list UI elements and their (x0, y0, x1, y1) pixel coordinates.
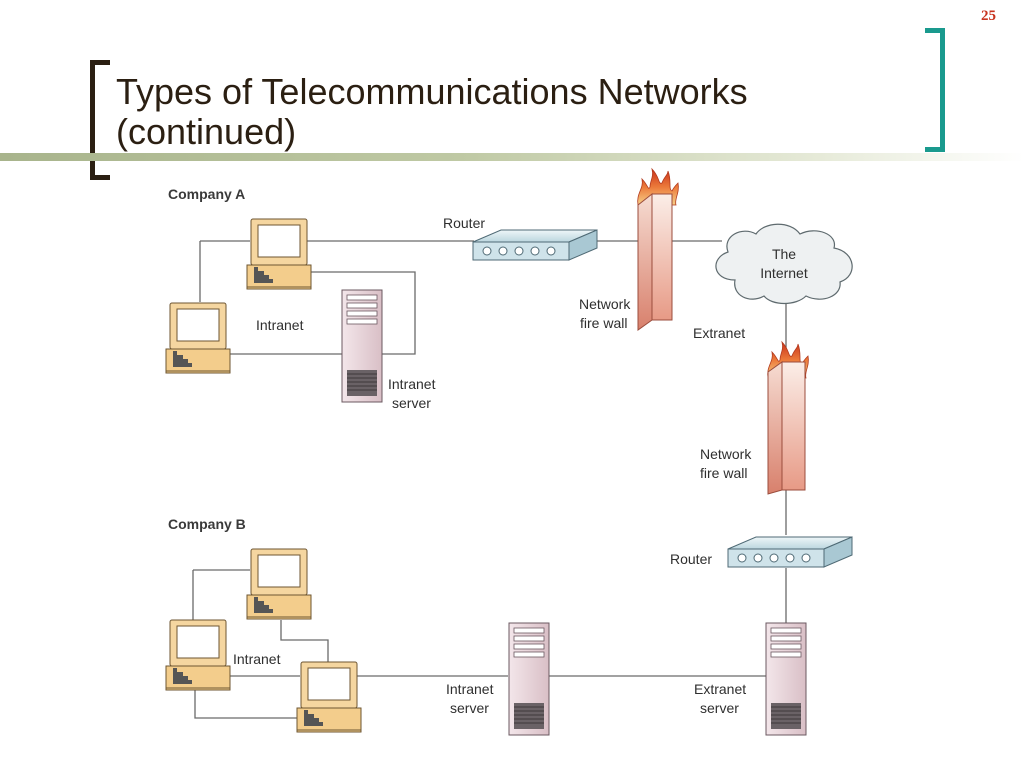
intranet-server-icon (508, 622, 550, 736)
firewall-label-a-line1: Network (579, 296, 631, 312)
intranet-label-a: Intranet (256, 317, 304, 333)
cable-line (280, 620, 329, 664)
title-line-2: (continued) (116, 111, 297, 152)
cable-line (194, 690, 300, 719)
router-label-bottom: Router (670, 551, 712, 567)
intranet-server-b-label-line2: server (450, 700, 489, 716)
computer-icon (165, 302, 231, 374)
router-label-top: Router (443, 215, 485, 231)
intranet-server-b-label-line1: Intranet (446, 681, 494, 697)
extranet-server-icon (765, 622, 807, 736)
computer-icon (165, 619, 231, 691)
intranet-server-label-line2: server (392, 395, 431, 411)
router-icon (727, 536, 853, 568)
right-bracket-decoration (925, 28, 945, 152)
firewall-icon (637, 168, 679, 331)
extranet-server-label-line1: Extranet (694, 681, 746, 697)
firewall-label-b-line1: Network (700, 446, 752, 462)
intranet-server-label-line1: Intranet (388, 376, 436, 392)
company-b-label: Company B (168, 516, 246, 532)
left-bracket-decoration (90, 60, 110, 180)
internet-cloud-icon (715, 223, 853, 305)
extranet-server-label-line2: server (700, 700, 739, 716)
firewall-label-a-line2: fire wall (580, 315, 627, 331)
extranet-label: Extranet (693, 325, 745, 341)
title-underline-bar (0, 153, 1024, 161)
intranet-server-icon (341, 289, 383, 403)
slide-title: Types of Telecommunications Networks (co… (116, 72, 748, 152)
intranet-label-b: Intranet (233, 651, 281, 667)
company-a-label: Company A (168, 186, 245, 202)
page-number: 25 (981, 8, 996, 24)
computer-icon (246, 218, 312, 290)
connection-lines (192, 240, 787, 719)
internet-label-line2: Internet (760, 265, 808, 281)
title-line-1: Types of Telecommunications Networks (116, 71, 748, 112)
cable-line (305, 271, 416, 355)
firewall-label-b-line2: fire wall (700, 465, 747, 481)
internet-label-line1: The (772, 246, 796, 262)
computer-icon (296, 661, 362, 733)
router-icon (472, 229, 598, 261)
firewall-icon (767, 341, 809, 495)
computer-icon (246, 548, 312, 620)
